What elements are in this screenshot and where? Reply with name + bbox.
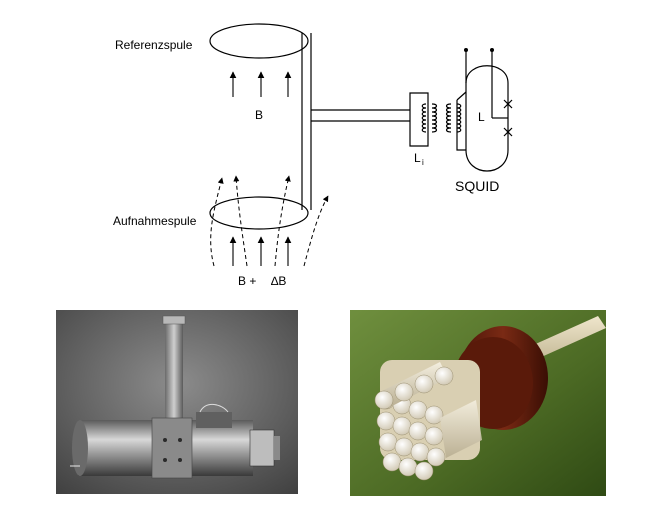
field-plus-label: B +	[238, 274, 256, 288]
field-delta-label: ∆B	[271, 274, 286, 288]
field-arrows-reference	[229, 71, 292, 97]
squid-coil	[445, 103, 462, 133]
sensor-array-photo	[350, 310, 606, 496]
inductance-input-subscript: i	[422, 158, 424, 167]
input-coil-frame	[409, 92, 429, 147]
field-label: B	[255, 108, 263, 122]
readout-terminals	[464, 48, 494, 52]
squid-inner-wire	[456, 100, 466, 151]
field-lines-dashed	[210, 175, 329, 267]
inductance-main-label: L	[478, 110, 485, 124]
inductance-input-label: L	[414, 151, 421, 165]
gradiometer-photo	[56, 310, 298, 494]
josephson-junction-bottom	[503, 127, 513, 137]
field-arrows-pickup	[229, 236, 292, 266]
pickup-coil-label: Aufnahmespule	[113, 214, 197, 228]
reference-coil	[209, 23, 309, 59]
squid-label: SQUID	[455, 178, 499, 194]
input-coil	[421, 103, 438, 133]
pickup-coil	[209, 196, 309, 230]
schematic	[209, 23, 513, 230]
reference-coil-label: Referenzspule	[115, 38, 193, 52]
josephson-junction-top	[503, 99, 513, 109]
squid-loop	[465, 65, 509, 172]
sensor-rods	[374, 360, 482, 481]
